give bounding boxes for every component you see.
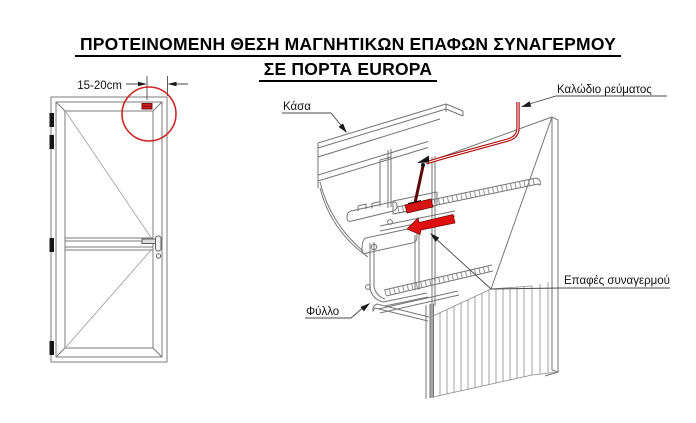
leaf-bottom-rail bbox=[377, 264, 494, 314]
door-middle-rail bbox=[65, 237, 153, 251]
door-panel bbox=[64, 110, 154, 349]
keyhole-icon bbox=[155, 253, 162, 259]
magnetic-contact-mark bbox=[141, 103, 153, 110]
frame-contact bbox=[404, 198, 434, 214]
hinge-icon bbox=[49, 341, 54, 355]
opening-direction-lines bbox=[65, 111, 153, 348]
page-title-line1: ΠΡΟΤΕΙΝΟΜΕΝΗ ΘΕΣΗ ΜΑΓΝΗΤΙΚΩΝ ΕΠΑΦΩΝ ΣΥΝΑ… bbox=[74, 34, 622, 58]
leader-arrow-icon bbox=[521, 101, 532, 107]
door-handle bbox=[141, 235, 162, 259]
leaf-contact bbox=[406, 214, 456, 236]
hinge-icons bbox=[49, 113, 54, 355]
door-outer-frame bbox=[50, 96, 168, 363]
label-power-cable: Καλώδιο ρεύματος bbox=[557, 84, 652, 96]
dimension-arrow-right-icon bbox=[138, 81, 147, 87]
leaf-profile bbox=[346, 191, 456, 322]
cable-in-frame bbox=[413, 165, 425, 204]
label-alarm-contacts: Επαφές συναγερμού bbox=[564, 275, 670, 287]
alarm-contacts bbox=[404, 198, 456, 236]
hinge-icon bbox=[49, 135, 54, 149]
annotations: Κάσα Καλώδιο ρεύματος Επαφές συναγερμού … bbox=[282, 84, 670, 319]
hinge-icon bbox=[49, 238, 54, 252]
cable-entry-arrow-icon bbox=[417, 155, 429, 163]
page-title-line2: ΣΕ ΠΟΡΤΑ EUROPA bbox=[258, 59, 438, 83]
mitre-joints bbox=[55, 101, 163, 358]
dimension-annotation: 15-20cm bbox=[77, 76, 188, 100]
door-elevation-drawing bbox=[49, 96, 168, 363]
leader-arrow-icon bbox=[360, 303, 370, 312]
leader-arrow-icon bbox=[430, 233, 440, 242]
highlight-circle bbox=[121, 86, 177, 142]
power-cable bbox=[408, 102, 520, 207]
label-leaf: Φύλλο bbox=[306, 306, 339, 318]
panel-plane bbox=[427, 116, 560, 377]
dimension-label: 15-20cm bbox=[77, 80, 122, 92]
label-frame: Κάσα bbox=[283, 101, 311, 113]
leader-arrow-icon bbox=[338, 123, 347, 133]
hinge-icon bbox=[49, 113, 54, 127]
page-title: ΠΡΟΤΕΙΝΟΜΕΝΗ ΘΕΣΗ ΜΑΓΝΗΤΙΚΩΝ ΕΠΑΦΩΝ ΣΥΝΑ… bbox=[0, 34, 696, 83]
frame-profile bbox=[317, 103, 464, 258]
section-drawing: Κάσα Καλώδιο ρεύματος Επαφές συναγερμού … bbox=[282, 84, 670, 399]
door-leaf-edge bbox=[55, 101, 163, 358]
dimension-arrow-left-icon bbox=[167, 81, 177, 87]
ribbed-panel bbox=[432, 282, 559, 398]
leaf-edge-bar bbox=[425, 303, 434, 399]
